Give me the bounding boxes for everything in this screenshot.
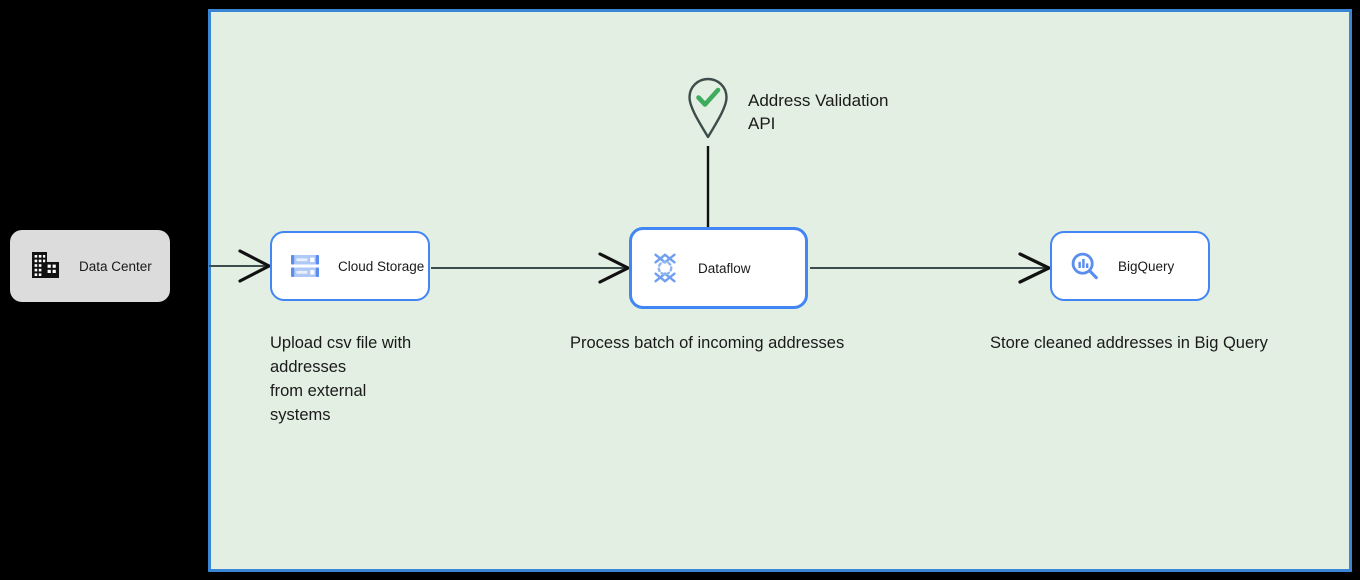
cloud-storage-icon xyxy=(291,255,319,277)
data-center-icon xyxy=(32,252,59,278)
node-cloud-storage[interactable]: Cloud Storage xyxy=(270,231,430,301)
bigquery-icon xyxy=(1071,252,1098,280)
node-dataflow[interactable]: Dataflow xyxy=(629,227,808,309)
map-pin-check-icon xyxy=(688,77,728,139)
caption-cloud-storage: Upload csv file with addresses from exte… xyxy=(270,334,412,424)
bigquery-label: BigQuery xyxy=(1118,258,1175,274)
dataflow-icon xyxy=(654,253,676,283)
address-validation-api-annotation[interactable]: Address Validation API xyxy=(686,76,889,140)
address-validation-api-label: Address Validation API xyxy=(748,91,889,133)
node-bigquery[interactable]: BigQuery xyxy=(1050,231,1210,301)
data-center-label: Data Center xyxy=(79,258,152,274)
caption-dataflow: Process batch of incoming addresses xyxy=(570,334,845,352)
dataflow-label: Dataflow xyxy=(698,260,751,276)
caption-bigquery: Store cleaned addresses in Big Query xyxy=(990,334,1268,352)
cloud-storage-label: Cloud Storage xyxy=(338,258,425,274)
data-center-node[interactable]: Data Center xyxy=(10,230,170,302)
